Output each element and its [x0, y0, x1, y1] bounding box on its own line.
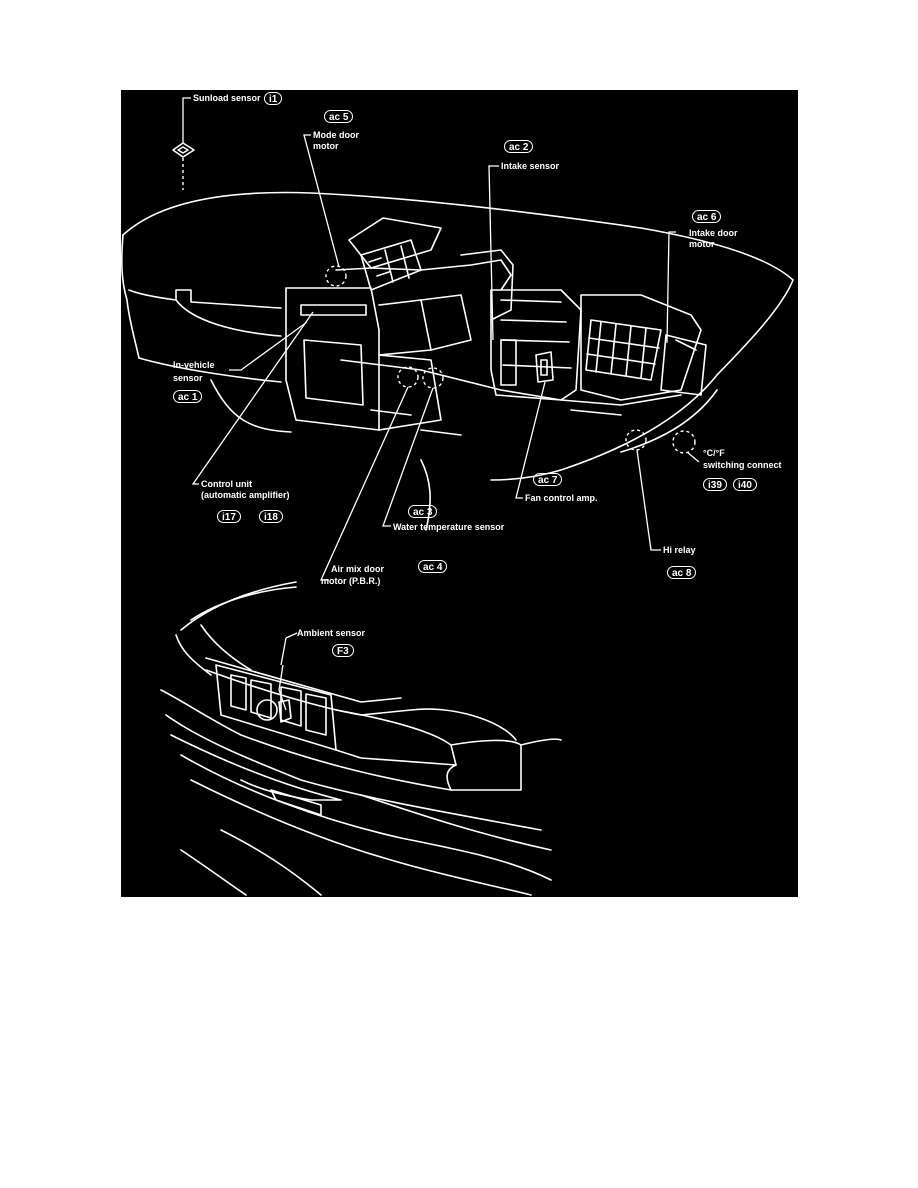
intake-sensor-code: ac 2 — [504, 140, 534, 153]
in-vehicle-sensor-label-line2: sensor — [173, 373, 203, 383]
sunload-sensor-label: Sunload sensor — [193, 93, 261, 103]
air-mix-door-motor-label-line1: Air mix door — [331, 564, 385, 574]
fan-control-amp-label: Fan control amp. — [525, 493, 598, 503]
dashboard-outline — [121, 191, 794, 531]
in-vehicle-sensor-label-line1: In-vehicle — [173, 360, 215, 370]
hi-relay-marker — [625, 429, 647, 451]
air-mix-door-motor-label-line2: motor (P.B.R.) — [321, 576, 381, 586]
diagram-artwork — [121, 97, 794, 896]
mode-door-motor-label-line1: Mode door — [313, 130, 359, 140]
air-mix-door-motor-code: ac 4 — [418, 560, 448, 573]
intake-sensor-label: Intake sensor — [501, 161, 560, 171]
cf-switching-connector-code-2: i40 — [733, 478, 757, 491]
control-unit-label-line2: (automatic amplifier) — [201, 490, 290, 500]
control-unit-code-2: i18 — [259, 510, 283, 523]
intake-door-motor-label-line1: Intake door — [689, 228, 738, 238]
mode-door-motor-code: ac 5 — [324, 110, 354, 123]
mode-door-motor-label-line2: motor — [313, 141, 339, 151]
mode-door-motor-marker — [325, 265, 347, 287]
cf-connector-marker — [672, 430, 696, 454]
fan-control-amp-code: ac 7 — [533, 473, 563, 486]
cf-switching-connector-label-line1: °C/°F — [703, 448, 725, 458]
water-temp-sensor-label: Water temperature sensor — [393, 522, 505, 532]
sunload-sensor-code: i1 — [264, 92, 283, 105]
water-temp-marker — [422, 367, 444, 389]
intake-door-motor-label-line2: motor — [689, 239, 715, 249]
component-location-diagram: Sunload sensor i1 ac 5 Mode door motor a… — [121, 90, 798, 897]
ambient-sensor-code: F3 — [332, 644, 354, 657]
intake-door-motor-code: ac 6 — [692, 210, 722, 223]
car-front-outline — [160, 581, 562, 896]
cf-switching-connector-label-line2: switching connect — [703, 460, 782, 470]
hvac-unit — [285, 217, 707, 436]
control-unit-label-line1: Control unit — [201, 479, 252, 489]
water-temp-sensor-code: ac 3 — [408, 505, 438, 518]
ambient-sensor-label: Ambient sensor — [297, 628, 366, 638]
hi-relay-label: Hi relay — [663, 545, 696, 555]
control-unit-code-1: i17 — [217, 510, 241, 523]
sunload-sensor-shape — [172, 142, 195, 190]
in-vehicle-sensor-code: ac 1 — [173, 390, 203, 403]
hi-relay-code: ac 8 — [667, 566, 697, 579]
air-mix-marker — [397, 366, 419, 388]
cf-switching-connector-code-1: i39 — [703, 478, 727, 491]
leader-lines — [182, 97, 700, 711]
